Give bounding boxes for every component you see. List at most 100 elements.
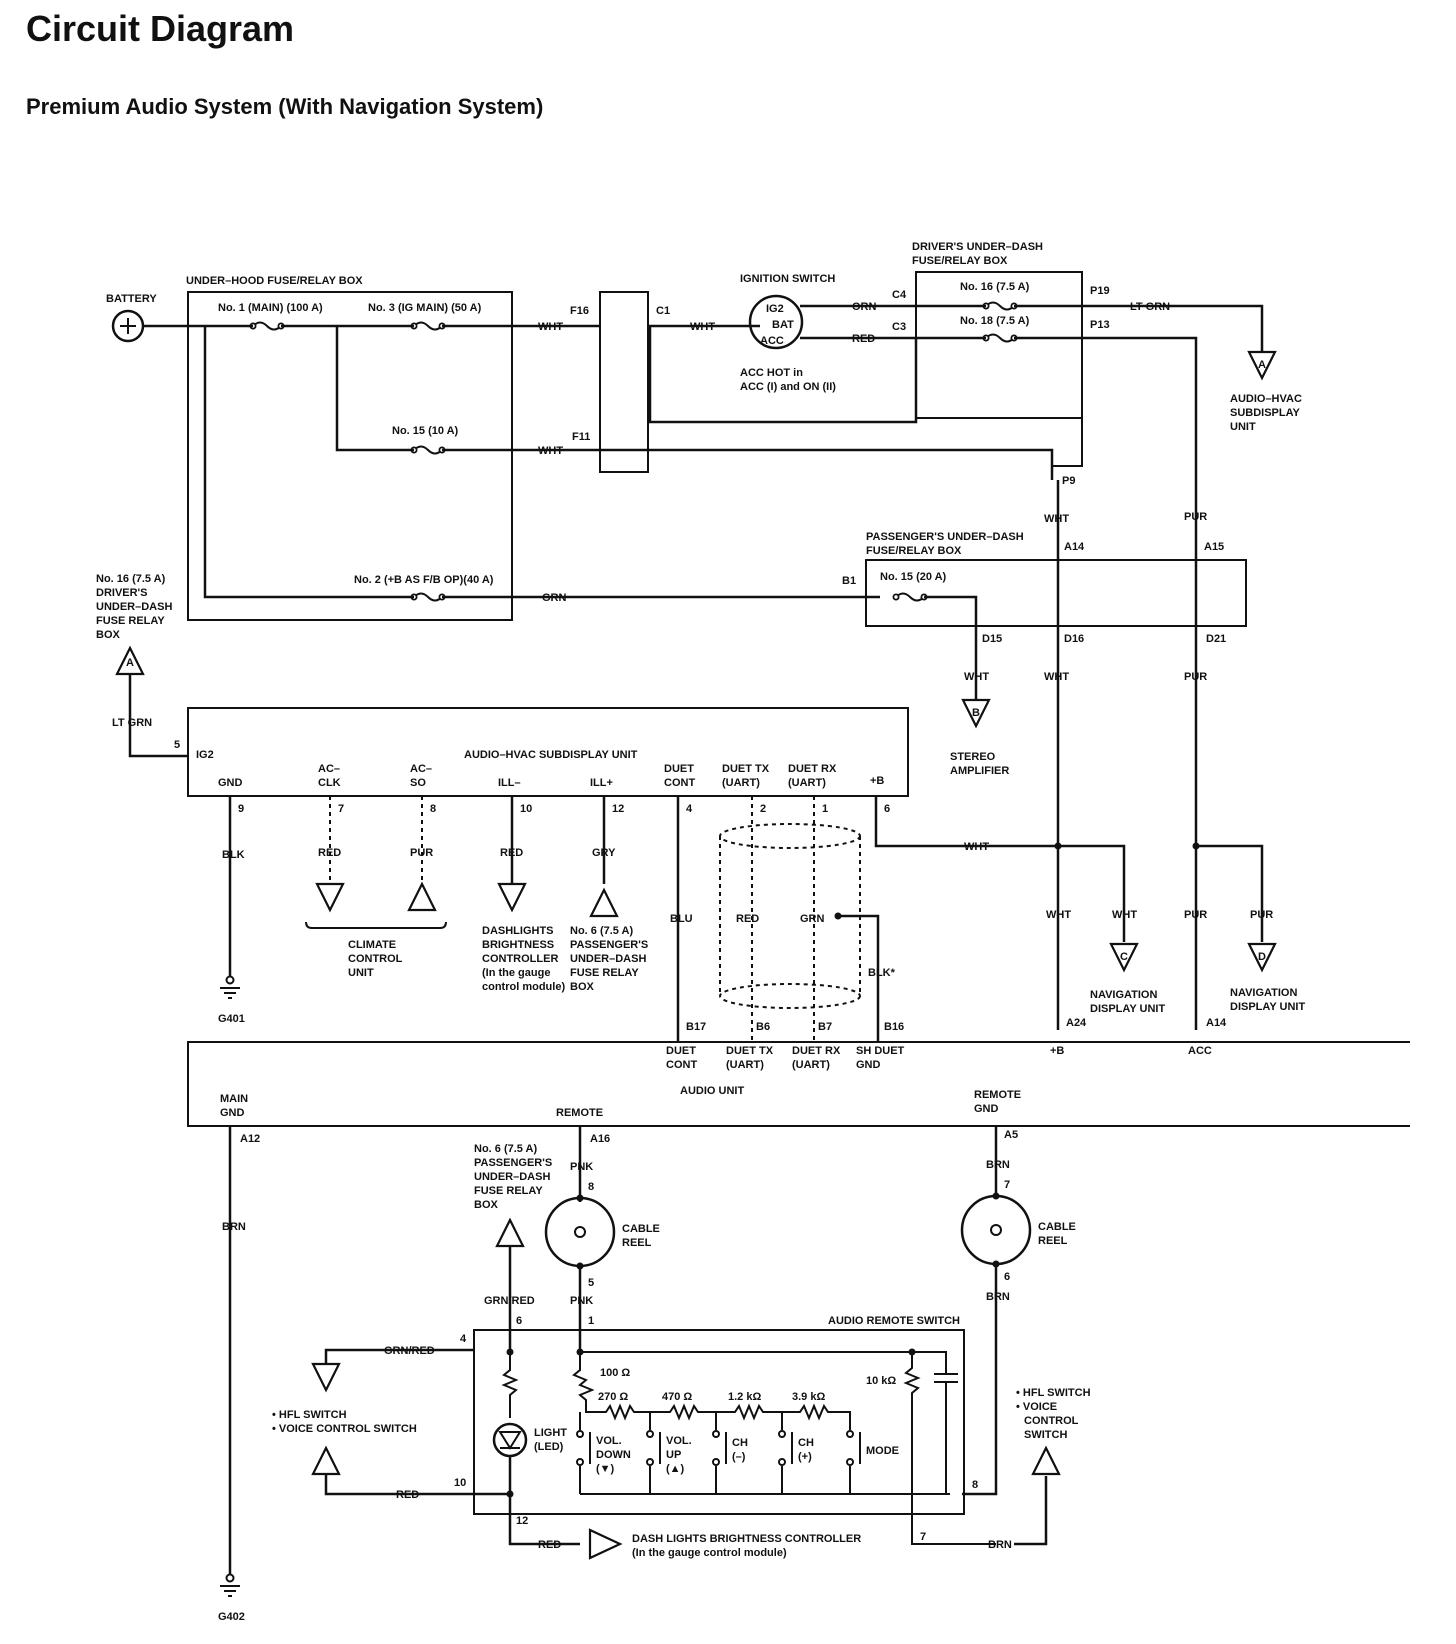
svg-text:3.9 kΩ: 3.9 kΩ — [792, 1391, 825, 1403]
svg-text:RED: RED — [736, 913, 759, 925]
svg-text:SO: SO — [410, 777, 426, 789]
svg-text:RED: RED — [396, 1489, 419, 1501]
svg-text:• VOICE CONTROL SWITCH: • VOICE CONTROL SWITCH — [272, 1423, 417, 1435]
svg-text:(In the gauge: (In the gauge — [482, 967, 550, 979]
svg-text:• HFL SWITCH: • HFL SWITCH — [1016, 1387, 1091, 1399]
svg-text:ILL+: ILL+ — [590, 777, 613, 789]
svg-text:WHT: WHT — [1044, 671, 1069, 683]
svg-text:UNDER–DASH: UNDER–DASH — [570, 953, 646, 965]
svg-text:No. 16 (7.5 A): No. 16 (7.5 A) — [960, 281, 1030, 293]
svg-text:4: 4 — [460, 1333, 467, 1345]
svg-text:REEL: REEL — [622, 1237, 652, 1249]
svg-text:PUR: PUR — [1184, 511, 1207, 523]
svg-text:SH DUET: SH DUET — [856, 1045, 905, 1057]
svg-text:9: 9 — [238, 803, 244, 815]
battery-label: BATTERY — [106, 293, 157, 305]
svg-text:RED: RED — [500, 847, 523, 859]
svg-text:(UART): (UART) — [726, 1059, 764, 1071]
svg-text:(UART): (UART) — [788, 777, 826, 789]
svg-text:(▲): (▲) — [666, 1463, 685, 1475]
svg-text:B17: B17 — [686, 1021, 706, 1033]
svg-text:1.2 kΩ: 1.2 kΩ — [728, 1391, 761, 1403]
svg-text:(▼): (▼) — [596, 1463, 615, 1475]
svg-text:5: 5 — [174, 739, 180, 751]
svg-text:IG2: IG2 — [196, 749, 214, 761]
svg-text:CONTROLLER: CONTROLLER — [482, 953, 558, 965]
svg-text:10 kΩ: 10 kΩ — [866, 1375, 896, 1387]
svg-text:LT GRN: LT GRN — [1130, 301, 1170, 313]
svg-text:C3: C3 — [892, 321, 906, 333]
svg-text:A14: A14 — [1064, 541, 1085, 553]
svg-text:(UART): (UART) — [792, 1059, 830, 1071]
svg-text:GRN/RED: GRN/RED — [484, 1295, 535, 1307]
page-title: Circuit Diagram — [26, 8, 295, 49]
svg-text:BOX: BOX — [474, 1199, 499, 1211]
svg-text:1: 1 — [822, 803, 828, 815]
svg-text:WHT: WHT — [1112, 909, 1137, 921]
svg-text:D16: D16 — [1064, 633, 1084, 645]
svg-text:IG2: IG2 — [766, 303, 784, 315]
switch-vol-up: VOL. UP (▲) — [646, 1412, 692, 1494]
svg-text:DRIVER'S UNDER–DASH: DRIVER'S UNDER–DASH — [912, 241, 1043, 253]
svg-text:D: D — [1258, 951, 1266, 963]
svg-text:RED: RED — [318, 847, 341, 859]
svg-text:No. 6 (7.5 A): No. 6 (7.5 A) — [570, 925, 633, 937]
svg-text:PASSENGER'S UNDER–DASH: PASSENGER'S UNDER–DASH — [866, 531, 1024, 543]
svg-text:(–): (–) — [732, 1451, 746, 1463]
svg-text:AUDIO REMOTE SWITCH: AUDIO REMOTE SWITCH — [828, 1315, 960, 1327]
svg-text:(In the gauge control module): (In the gauge control module) — [632, 1547, 787, 1559]
svg-text:GRN/RED: GRN/RED — [384, 1345, 435, 1357]
svg-text:BOX: BOX — [96, 629, 121, 641]
audio-hvac-subdisplay-unit: IG2 AUDIO–HVAC SUBDISPLAY UNIT GND AC– C… — [187, 707, 909, 797]
svg-text:CH: CH — [798, 1437, 814, 1449]
svg-text:A: A — [1258, 359, 1266, 371]
svg-text:SUBDISPLAY: SUBDISPLAY — [1230, 407, 1301, 419]
svg-text:8: 8 — [972, 1479, 978, 1491]
svg-text:B16: B16 — [884, 1021, 904, 1033]
svg-text:• HFL SWITCH: • HFL SWITCH — [272, 1409, 347, 1421]
svg-text:BRN: BRN — [986, 1291, 1010, 1303]
svg-text:GND: GND — [974, 1103, 999, 1115]
svg-text:UNDER–DASH: UNDER–DASH — [96, 601, 172, 613]
svg-text:DUET TX: DUET TX — [722, 763, 770, 775]
svg-text:No. 15 (20 A): No. 15 (20 A) — [880, 571, 947, 583]
svg-text:No. 16 (7.5 A): No. 16 (7.5 A) — [96, 573, 166, 585]
svg-text:BOX: BOX — [570, 981, 595, 993]
svg-text:AUDIO–HVAC: AUDIO–HVAC — [1230, 393, 1302, 405]
svg-text:REMOTE: REMOTE — [556, 1107, 603, 1119]
svg-text:BLK*: BLK* — [868, 967, 896, 979]
svg-text:GRN: GRN — [800, 913, 825, 925]
svg-text:C4: C4 — [892, 289, 907, 301]
svg-text:CABLE: CABLE — [622, 1223, 660, 1235]
svg-text:CLIMATE: CLIMATE — [348, 939, 396, 951]
svg-text:REEL: REEL — [1038, 1235, 1068, 1247]
svg-text:BRN: BRN — [988, 1539, 1012, 1551]
svg-text:MAIN: MAIN — [220, 1093, 248, 1105]
svg-text:DISPLAY UNIT: DISPLAY UNIT — [1230, 1001, 1305, 1013]
svg-text:BRIGHTNESS: BRIGHTNESS — [482, 939, 554, 951]
svg-text:+B: +B — [870, 775, 884, 787]
svg-text:BLK: BLK — [222, 849, 245, 861]
svg-text:8: 8 — [588, 1181, 594, 1193]
svg-text:NAVIGATION: NAVIGATION — [1090, 989, 1157, 1001]
svg-text:IGNITION SWITCH: IGNITION SWITCH — [740, 273, 835, 285]
svg-text:UNIT: UNIT — [1230, 421, 1256, 433]
svg-text:BLU: BLU — [670, 913, 693, 925]
svg-text:DRIVER'S: DRIVER'S — [96, 587, 148, 599]
svg-text:NAVIGATION: NAVIGATION — [1230, 987, 1297, 999]
svg-text:8: 8 — [430, 803, 436, 815]
svg-text:DUET RX: DUET RX — [788, 763, 837, 775]
svg-text:DOWN: DOWN — [596, 1449, 631, 1461]
svg-text:ACC HOT in: ACC HOT in — [740, 367, 803, 379]
svg-text:GND: GND — [220, 1107, 245, 1119]
svg-text:10: 10 — [454, 1477, 466, 1489]
svg-text:ILL–: ILL– — [498, 777, 521, 789]
svg-text:A5: A5 — [1004, 1129, 1018, 1141]
svg-text:470 Ω: 470 Ω — [662, 1391, 692, 1403]
svg-text:AUDIO–HVAC SUBDISPLAY UNIT: AUDIO–HVAC SUBDISPLAY UNIT — [464, 749, 638, 761]
svg-text:WHT: WHT — [964, 671, 989, 683]
svg-text:ACC (I) and ON (II): ACC (I) and ON (II) — [740, 381, 836, 393]
svg-text:PASSENGER'S: PASSENGER'S — [474, 1157, 552, 1169]
svg-text:LT GRN: LT GRN — [112, 717, 152, 729]
svg-text:CONTROL: CONTROL — [1024, 1415, 1079, 1427]
